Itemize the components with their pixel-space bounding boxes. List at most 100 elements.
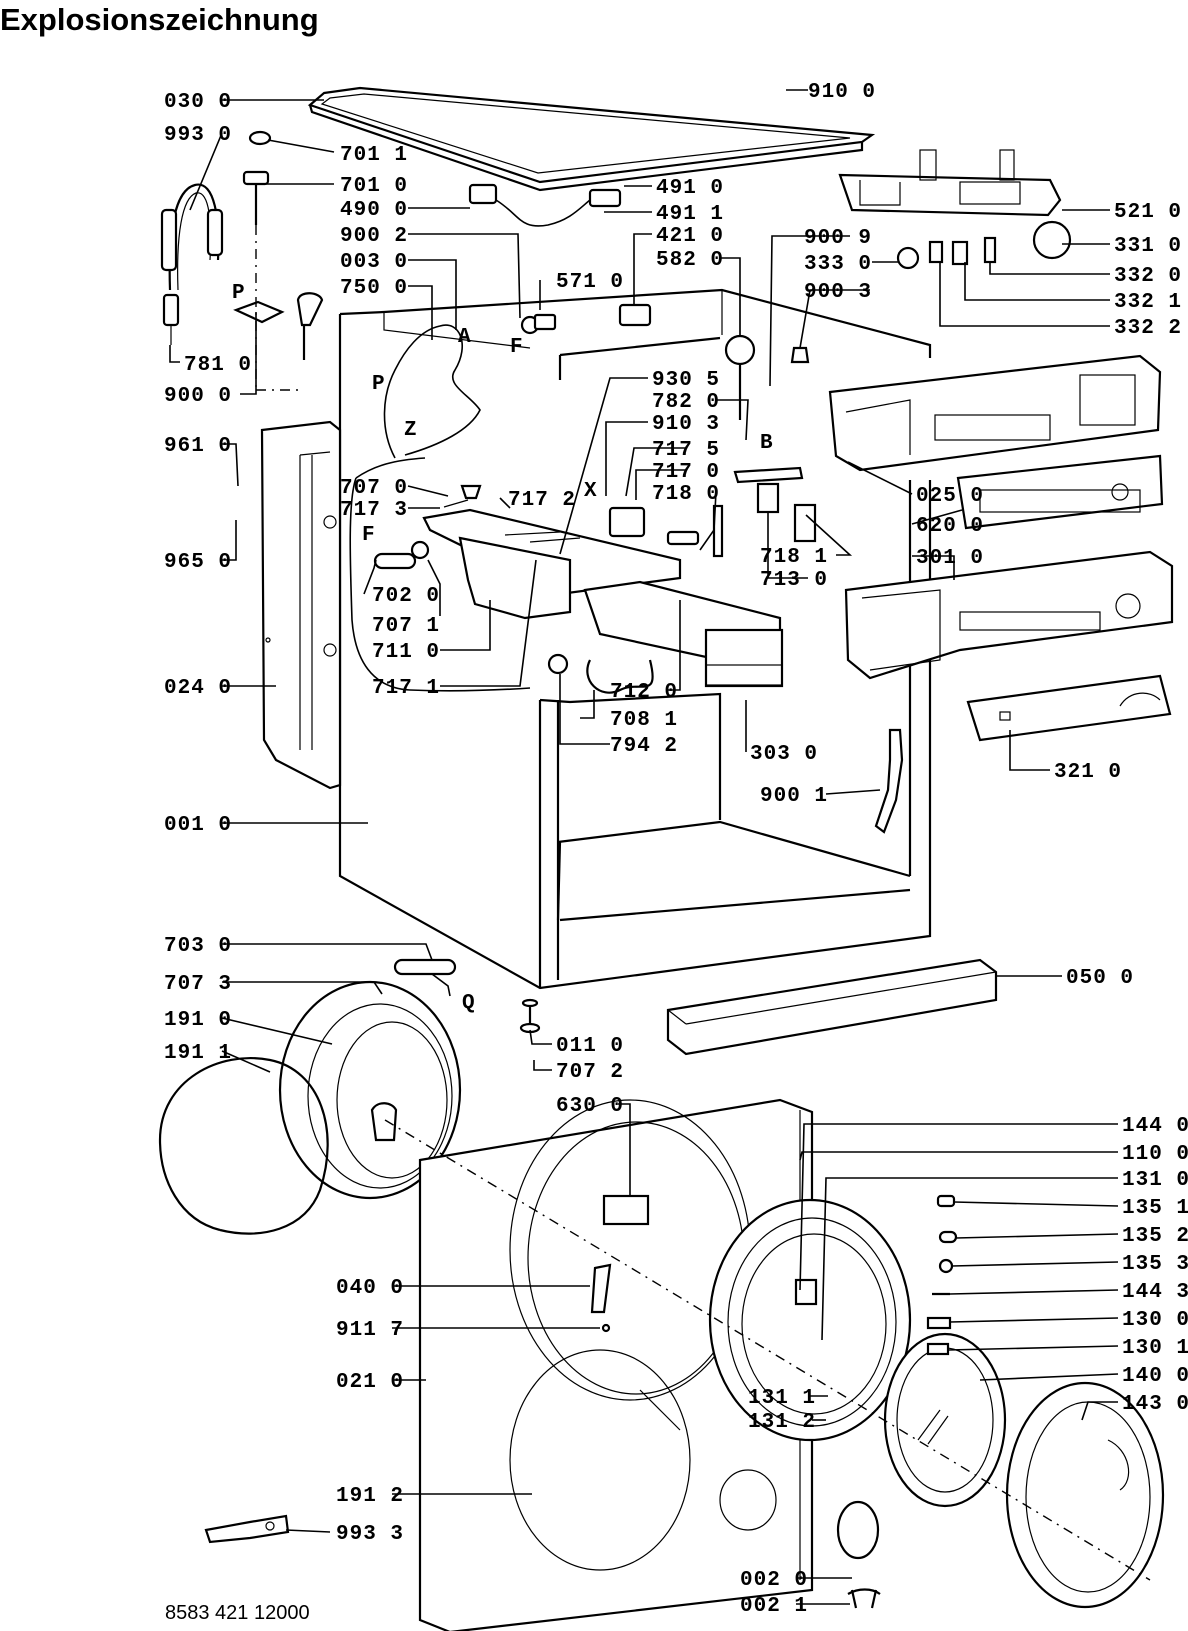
callout-p-left: P (372, 373, 386, 396)
detergent-dispenser (373, 484, 784, 694)
label-701-1: 701 1 (340, 144, 408, 167)
callout-z: Z (404, 419, 418, 442)
small-components-top-left (233, 130, 324, 391)
foot (847, 1588, 881, 1609)
pressure-switch (724, 334, 810, 420)
label-191-0: 191 0 (164, 1009, 232, 1032)
callout-p-top: P (232, 282, 246, 305)
bolt (519, 998, 541, 1034)
label-781-0: 781 0 (184, 354, 252, 377)
label-717-0: 717 0 (652, 461, 720, 484)
label-131-2: 131 2 (748, 1411, 816, 1434)
door-lock (874, 728, 904, 834)
label-900-2: 900 2 (340, 225, 408, 248)
label-900-1: 900 1 (760, 785, 828, 808)
label-900-9: 900 9 (804, 227, 872, 250)
label-910-0: 910 0 (808, 81, 876, 104)
control-module (838, 149, 1072, 270)
label-708-1: 708 1 (610, 709, 678, 732)
part-number-labels: 030 0 993 0 701 1 701 0 490 0 900 2 003 … (164, 81, 1188, 1618)
label-144-3: 144 3 (1122, 1281, 1188, 1304)
label-993-0: 993 0 (164, 124, 232, 147)
plinth (666, 958, 998, 1056)
hose-assembly (160, 183, 224, 345)
label-717-5: 717 5 (652, 439, 720, 462)
label-717-3: 717 3 (340, 499, 408, 522)
label-050-0: 050 0 (1066, 967, 1134, 990)
callout-q: Q (462, 992, 476, 1015)
label-490-0: 490 0 (340, 199, 408, 222)
control-panel-front (844, 550, 1174, 680)
label-521-0: 521 0 (1114, 201, 1182, 224)
hinge-screws (926, 1194, 958, 1356)
label-333-0: 333 0 (804, 253, 872, 276)
label-707-3: 707 3 (164, 973, 232, 996)
label-135-3: 135 3 (1122, 1253, 1188, 1276)
label-571-0: 571 0 (556, 271, 624, 294)
label-303-0: 303 0 (750, 743, 818, 766)
bracket-parts (712, 466, 817, 558)
door-glass (883, 1332, 1007, 1508)
label-421-0: 421 0 (656, 225, 724, 248)
callout-f-left: F (362, 524, 376, 547)
label-321-0: 321 0 (1054, 761, 1122, 784)
label-011-0: 011 0 (556, 1035, 624, 1058)
callout-f-top: F (510, 336, 524, 359)
label-961-0: 961 0 (164, 435, 232, 458)
label-143-0: 143 0 (1122, 1393, 1188, 1416)
front-panel (418, 1098, 880, 1631)
label-131-0: 131 0 (1122, 1169, 1188, 1192)
service-tool (204, 1514, 290, 1544)
label-144-0: 144 0 (1122, 1115, 1188, 1138)
callout-x: X (584, 480, 598, 503)
callout-letters: A P P Z F F B X Q (232, 282, 774, 1015)
label-911-7: 911 7 (336, 1319, 404, 1342)
label-491-1: 491 1 (656, 203, 724, 226)
label-191-2: 191 2 (336, 1485, 404, 1508)
label-110-0: 110 0 (1122, 1143, 1188, 1166)
label-993-3: 993 3 (336, 1523, 404, 1546)
label-131-1: 131 1 (748, 1387, 816, 1410)
wiring-harness (468, 183, 652, 335)
label-130-0: 130 0 (1122, 1309, 1188, 1332)
label-332-1: 332 1 (1114, 291, 1182, 314)
label-001-0: 001 0 (164, 814, 232, 837)
label-900-3: 900 3 (804, 281, 872, 304)
callout-a: A (458, 326, 472, 349)
label-630-0: 630 0 (556, 1095, 624, 1118)
control-panel-back (828, 354, 1162, 472)
label-718-0: 718 0 (652, 483, 720, 506)
label-021-0: 021 0 (336, 1371, 404, 1394)
label-582-0: 582 0 (656, 249, 724, 272)
label-030-0: 030 0 (164, 91, 232, 114)
label-003-0: 003 0 (340, 251, 408, 274)
callout-b: B (760, 432, 774, 455)
door-frame (708, 1198, 912, 1442)
label-718-1: 718 1 (760, 546, 828, 569)
page-title: Explosionszeichnung (0, 2, 319, 37)
label-750-0: 750 0 (340, 277, 408, 300)
side-panel (260, 420, 342, 790)
document-number: 8583 421 12000 (165, 1602, 310, 1624)
label-717-2: 717 2 (508, 489, 576, 512)
pcb-board (956, 454, 1164, 530)
label-707-1: 707 1 (372, 615, 440, 638)
label-025-0: 025 0 (916, 485, 984, 508)
label-301-0: 301 0 (916, 547, 984, 570)
label-794-2: 794 2 (610, 735, 678, 758)
label-930-5: 930 5 (652, 369, 720, 392)
label-040-0: 040 0 (336, 1277, 404, 1300)
label-135-1: 135 1 (1122, 1197, 1188, 1220)
label-332-2: 332 2 (1114, 317, 1182, 340)
label-491-0: 491 0 (656, 177, 724, 200)
label-332-0: 332 0 (1114, 265, 1182, 288)
door-ring (1005, 1381, 1165, 1609)
label-900-0: 900 0 (164, 385, 232, 408)
label-024-0: 024 0 (164, 677, 232, 700)
label-965-0: 965 0 (164, 551, 232, 574)
top-lid (307, 86, 876, 192)
label-701-0: 701 0 (340, 175, 408, 198)
label-130-1: 130 1 (1122, 1337, 1188, 1360)
label-712-0: 712 0 (610, 681, 678, 704)
